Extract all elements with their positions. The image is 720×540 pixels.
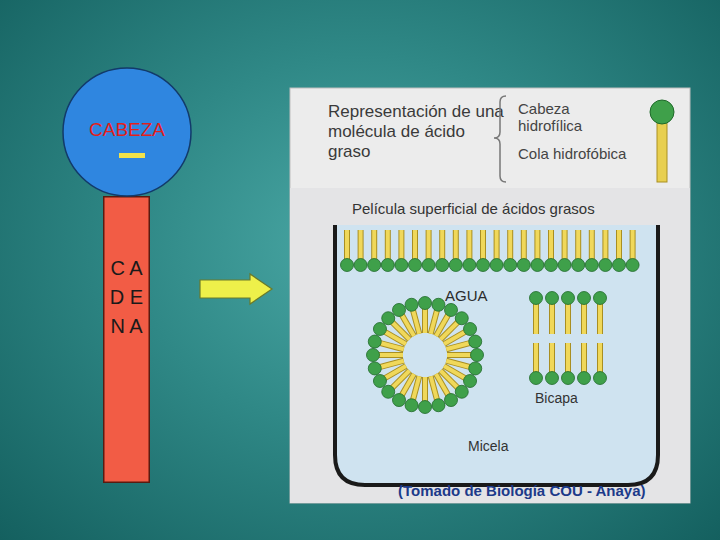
head-label: Cabeza hidrofílica xyxy=(518,100,638,134)
head-circle-text: CABEZA xyxy=(62,119,192,141)
chain-shape xyxy=(104,197,150,483)
panel-shape xyxy=(290,88,690,503)
block-arrow xyxy=(200,274,272,304)
bilayer-label: Bicapa xyxy=(535,390,615,407)
head-circle: CABEZA xyxy=(62,67,192,197)
head-shape xyxy=(63,68,191,196)
image-panel-text: Representación de una molécula de ácido … xyxy=(328,102,508,162)
chain-rect: C A D E N A xyxy=(103,196,150,483)
water-fill xyxy=(335,225,658,485)
chain-rect-text: C A D E N A xyxy=(103,254,150,341)
film-label: Película superficial de ácidos grasos xyxy=(352,200,672,218)
panel-lower xyxy=(290,188,690,503)
tail-label: Cola hidrofóbica xyxy=(518,145,628,162)
water-vessel-text: AGUA xyxy=(445,287,515,304)
source-credit: (Tomado de Biología COU - Anaya) xyxy=(398,482,698,500)
micelle-label: Micela xyxy=(468,438,548,455)
vessel-wall xyxy=(335,225,658,485)
arrow-shape xyxy=(200,274,272,304)
chain-rect-outline xyxy=(103,196,150,483)
